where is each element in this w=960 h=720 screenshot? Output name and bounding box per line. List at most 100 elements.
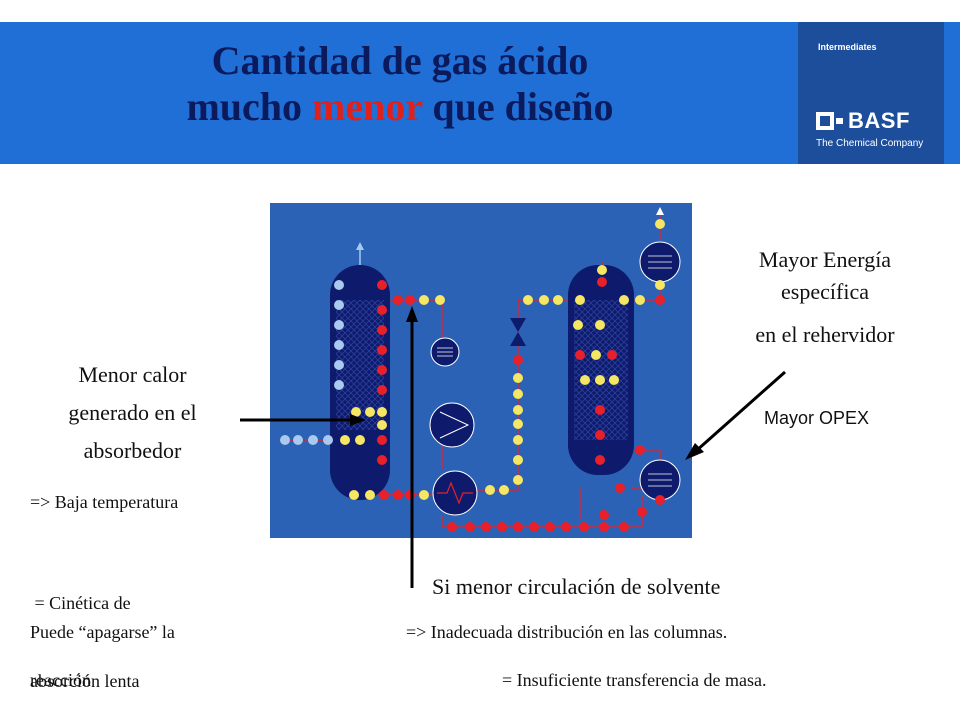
rich-solvent-dot-30: [379, 490, 389, 500]
lean-solvent-dot-56: [523, 295, 533, 305]
rich-solvent-dot-41: [561, 522, 571, 532]
solvent-pump: [429, 402, 475, 448]
heat-note-line-1: Menor calor: [78, 362, 187, 387]
lean-solvent-dot-58: [553, 295, 563, 305]
lean-solvent-dot-47: [513, 373, 523, 383]
lean-solvent-dot-76: [655, 280, 665, 290]
lean-solvent-dot-49: [513, 405, 523, 415]
title-highlight: menor: [312, 84, 423, 129]
lean-solvent-dot-54: [485, 485, 495, 495]
rich-solvent-dot-8: [377, 325, 387, 335]
rich-solvent-dot-81: [599, 510, 609, 520]
rich-solvent-dot-37: [497, 522, 507, 532]
basf-logo: BASF The Chemical Company: [816, 108, 936, 149]
mass-transfer-note: = Insuficiente transferencia de masa.: [502, 670, 767, 690]
rich-solvent-dot-10: [377, 365, 387, 375]
solvent-dots: [280, 219, 665, 532]
rich-solvent-dot-80: [615, 483, 625, 493]
gas-dot-3: [334, 340, 344, 350]
rich-solvent-dot-72: [595, 430, 605, 440]
rich-solvent-dot-73: [595, 455, 605, 465]
rich-solvent-dot-39: [529, 522, 539, 532]
reboiler-pointer-head: [685, 443, 704, 460]
pointer-arrows: [240, 306, 786, 588]
lean-solvent-dot-69: [595, 375, 605, 385]
gas-dot-2: [334, 320, 344, 330]
rich-solvent-dot-31: [393, 490, 403, 500]
brand-panel: [798, 22, 944, 164]
rich-solvent-dot-38: [513, 522, 523, 532]
lean-solvent-dot-22: [340, 435, 350, 445]
rich-solvent-dot-11: [377, 385, 387, 395]
gas-dot-5: [334, 380, 344, 390]
lean-solvent-dot-15: [365, 407, 375, 417]
lean-solvent-dot-74: [635, 295, 645, 305]
gas-dot-19: [293, 435, 303, 445]
lean-solvent-dot-33: [419, 490, 429, 500]
kinetics-note-line-2: absorción lenta: [30, 671, 140, 691]
lean-solvent-dot-53: [513, 475, 523, 485]
title-line-2: mucho menor que diseño: [60, 84, 740, 130]
lean-solvent-dot-23: [355, 435, 365, 445]
lean-solvent-dot-63: [573, 320, 583, 330]
reboiler-pointer-line: [695, 370, 786, 453]
energy-note-line-1: Mayor Energía: [758, 247, 892, 272]
quench-note-line-2: reacción: [30, 670, 91, 690]
lean-solvent-dot-27: [435, 295, 445, 305]
low-temp-note: => Baja temperatura: [30, 492, 179, 512]
lean-solvent-dot-66: [591, 350, 601, 360]
rich-solvent-dot-12: [377, 435, 387, 445]
lean-solvent-dot-17: [377, 420, 387, 430]
rich-solvent-dot-75: [655, 295, 665, 305]
title-line-2-post: que diseño: [422, 84, 614, 129]
opex-note: Mayor OPEX: [764, 408, 870, 428]
circulation-pointer-head: [406, 306, 418, 322]
lean-solvent-dot-14: [351, 407, 361, 417]
gas-dot-4: [334, 360, 344, 370]
rich-solvent-dot-25: [405, 295, 415, 305]
lean-solvent-dot-48: [513, 389, 523, 399]
equipment: [429, 241, 681, 516]
solvent-pump-symbol: [439, 411, 470, 439]
gas-dot-0: [334, 280, 344, 290]
cooler-top-coil: [437, 347, 453, 357]
valve-top: [510, 318, 526, 332]
header-edge: [944, 22, 960, 164]
gas-dot-21: [323, 435, 333, 445]
rich-solvent-dot-7: [377, 305, 387, 315]
rich-solvent-dot-24: [393, 295, 403, 305]
gas-dot-1: [334, 300, 344, 310]
rich-solvent-dot-44: [619, 522, 629, 532]
lean-solvent-dot-26: [419, 295, 429, 305]
rich-solvent-dot-9: [377, 345, 387, 355]
gas-dot-18: [280, 435, 290, 445]
lean-solvent-dot-59: [597, 265, 607, 275]
absorber-pointer-head: [350, 414, 366, 426]
circulation-note: Si menor circulación de solvente: [432, 574, 721, 599]
lean-solvent-dot-52: [513, 455, 523, 465]
heat-note-line-2: generado en el: [68, 400, 197, 425]
rich-solvent-dot-34: [447, 522, 457, 532]
logo-tagline: The Chemical Company: [816, 138, 924, 149]
lean-solvent-dot-62: [619, 295, 629, 305]
rich-solvent-dot-46: [513, 355, 523, 365]
lean-solvent-dot-51: [513, 435, 523, 445]
logo-wordmark: BASF: [848, 108, 910, 133]
division-label: Intermediates: [818, 42, 877, 52]
rich-solvent-dot-42: [579, 522, 589, 532]
slide-title: Cantidad de gas ácido mucho menor que di…: [60, 38, 740, 130]
rich-solvent-dot-79: [655, 495, 665, 505]
rich-solvent-dot-78: [635, 445, 645, 455]
gas-dot-20: [308, 435, 318, 445]
heat-note: Menor calor generado en el absorbedor: [20, 356, 245, 470]
kinetics-note-line-1: = Cinética de: [30, 593, 131, 613]
heat-note-line-3: absorbedor: [83, 438, 182, 463]
rich-solvent-dot-40: [545, 522, 555, 532]
rich-solvent-dot-65: [575, 350, 585, 360]
lean-solvent-dot-70: [609, 375, 619, 385]
basf-logo-icon: [816, 112, 843, 130]
rich-solvent-dot-71: [595, 405, 605, 415]
rich-solvent-dot-36: [481, 522, 491, 532]
rich-solvent-dot-67: [607, 350, 617, 360]
